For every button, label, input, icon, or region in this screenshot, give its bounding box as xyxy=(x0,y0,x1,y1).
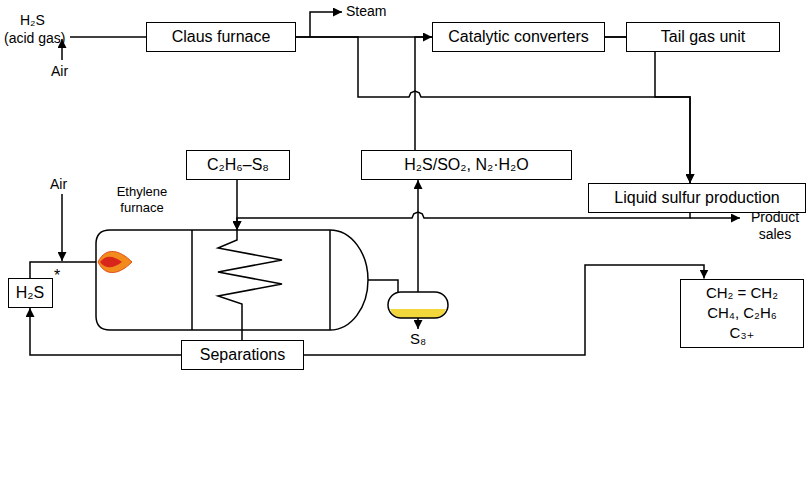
drum-outline xyxy=(388,292,448,318)
shape-heading: Ethylene furnace xyxy=(102,184,182,215)
drum-wall xyxy=(388,292,448,318)
flow-connector xyxy=(237,212,690,230)
furnace-outline xyxy=(96,230,368,330)
steam-arrow xyxy=(310,12,342,37)
heating-coil xyxy=(218,230,282,330)
shape-heading: S₈ xyxy=(388,330,448,348)
product-box: CH₂ = CH₂CH₄, C₂H₆C₃₊ xyxy=(680,279,804,348)
feed-box: C₂H₆–S₈ xyxy=(186,150,290,180)
note-mark: * xyxy=(54,266,60,285)
stream-label: Steam xyxy=(346,3,386,20)
stream-label: H₂S xyxy=(20,12,45,29)
node-text: CH₂ = CH₂ xyxy=(706,283,778,303)
flow-connector xyxy=(605,37,690,183)
product-arrow xyxy=(690,217,740,219)
furnace-wall xyxy=(96,230,368,330)
node-text: H₂S/SO₂, N₂·H₂O xyxy=(404,155,528,174)
node-text: H₂S xyxy=(16,283,44,302)
burner-flame-core xyxy=(100,257,122,268)
process-box: Liquid sulfur production xyxy=(588,183,806,213)
node-text: Tail gas unit xyxy=(661,27,746,46)
process-box: Separations xyxy=(181,340,304,370)
node-text: Catalytic converters xyxy=(448,27,589,46)
burner-flame xyxy=(98,251,132,272)
flow-connector xyxy=(417,180,419,292)
node-text: Claus furnace xyxy=(172,27,271,46)
stream-label: Air xyxy=(51,63,68,80)
flow-connector xyxy=(241,330,243,340)
drain-arrow xyxy=(417,318,419,329)
process-box: Tail gas unit xyxy=(626,22,780,52)
node-text: CH₄, C₂H₆ xyxy=(707,303,777,323)
separator-drum: S₈ xyxy=(388,292,448,318)
process-box: Claus furnace xyxy=(146,22,296,52)
node-text: C₃₊ xyxy=(730,323,755,343)
stream-label: Air xyxy=(50,176,67,193)
stream-label: (acid gas) xyxy=(4,30,65,47)
furnace-divider xyxy=(192,230,330,330)
process-box: Catalytic converters xyxy=(432,22,605,52)
node-text: Liquid sulfur production xyxy=(614,188,779,207)
furnace-shape: Ethylene furnace xyxy=(96,230,368,330)
feed-line xyxy=(70,36,146,38)
flow-connector xyxy=(30,262,96,278)
node-text: Separations xyxy=(200,345,285,364)
flow-connector xyxy=(296,37,690,183)
flow-connector xyxy=(368,280,398,292)
liquid-sulfur xyxy=(390,309,446,318)
stream-label: Product sales xyxy=(744,209,806,243)
flow-connector xyxy=(415,37,432,150)
node-text: C₂H₆–S₈ xyxy=(207,155,269,174)
air-arrow xyxy=(61,194,63,261)
stream-box: H₂S xyxy=(8,278,53,308)
stream-box: H₂S/SO₂, N₂·H₂O xyxy=(361,150,572,180)
